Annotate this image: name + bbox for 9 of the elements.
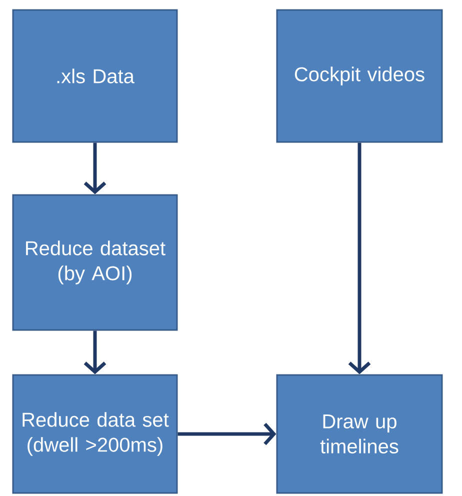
arrow [84, 142, 106, 194]
process-box: Draw up timelines [276, 374, 443, 494]
process-box: Reduce data set (dwell >200ms) [12, 374, 178, 494]
process-box: Reduce dataset (by AOI) [12, 194, 178, 331]
arrow [178, 422, 276, 446]
arrow [348, 142, 371, 374]
process-box: .xls Data [12, 9, 178, 143]
arrow [84, 330, 106, 374]
process-box: Cockpit videos [276, 9, 443, 143]
